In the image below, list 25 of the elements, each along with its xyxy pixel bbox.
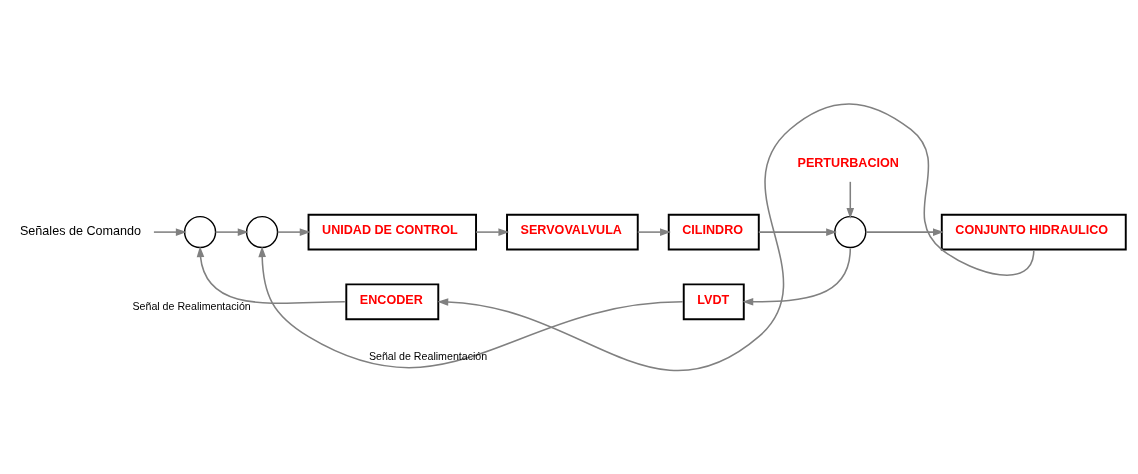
arrow: [865, 227, 944, 236]
arrow: [196, 245, 346, 304]
node-box: SERVOVALVULA: [506, 213, 639, 250]
arrow: [214, 227, 249, 236]
node-box: CONJUNTO HIDRAULICO: [940, 213, 1127, 250]
arrow: [846, 180, 855, 219]
node-box: LVDT: [682, 282, 745, 320]
node-box: CILINDRO: [667, 213, 760, 250]
arrow: [153, 227, 187, 236]
arrow: [258, 245, 684, 368]
node-circle: [183, 215, 217, 248]
arrow: [742, 247, 852, 306]
arrow: [276, 227, 311, 236]
arrow: [475, 227, 510, 236]
node-box: UNIDAD DE CONTROL: [307, 213, 478, 250]
edge-label: Señal de Realimentación: [368, 349, 488, 362]
edge-label: Señal de Realimentación: [132, 299, 251, 312]
arrow: [637, 227, 671, 236]
arrow: [758, 227, 838, 236]
arrow: [437, 102, 1035, 371]
node-text: Señales de Comando: [19, 223, 141, 238]
node-box: ENCODER: [345, 282, 440, 320]
node-circle: [834, 215, 867, 248]
node-circle: [245, 215, 279, 248]
node-text: PERTURBACION: [797, 155, 899, 170]
